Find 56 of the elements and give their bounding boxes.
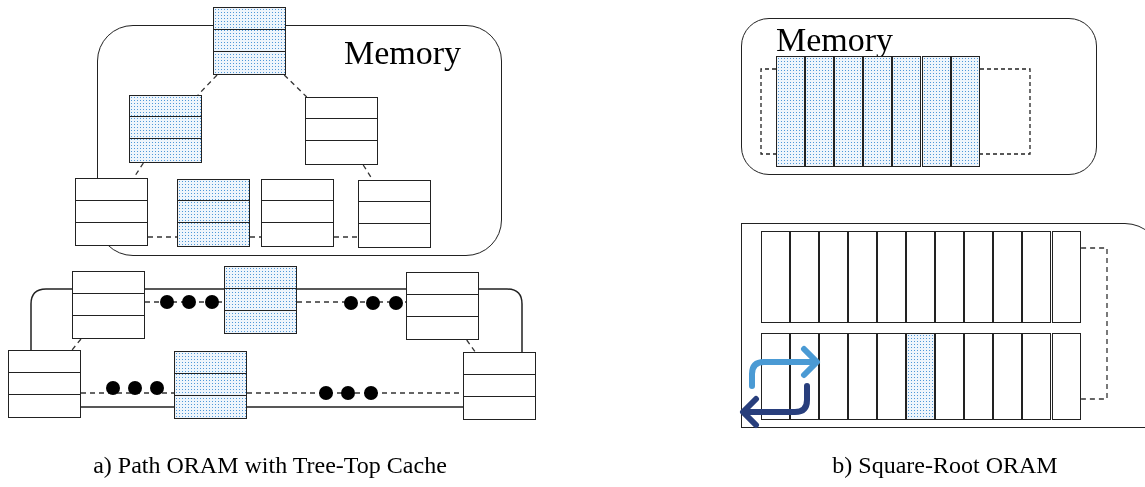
dashed-connector: [1080, 247, 1108, 400]
memory-region: [741, 18, 1097, 175]
memory-bucket: [174, 351, 247, 419]
memory-slot: [847, 230, 877, 323]
memory-bucket: [8, 350, 81, 418]
memory-slot: [964, 230, 994, 323]
region-label: Memory: [776, 23, 894, 57]
memory-bucket: [176, 178, 250, 247]
memory-slot: [789, 230, 819, 323]
memory-slot: [863, 55, 893, 167]
memory-bucket: [406, 272, 479, 340]
memory-bucket: [224, 266, 297, 334]
memory-slot: [993, 332, 1023, 420]
memory-bucket: [304, 96, 378, 165]
memory-slot: [818, 230, 848, 323]
memory-slot: [775, 55, 805, 167]
memory-slot: [818, 332, 848, 420]
dashed-connector: [466, 339, 476, 353]
memory-bucket: [213, 7, 286, 75]
dashed-connector: [333, 236, 359, 238]
memory-slot: [921, 55, 951, 167]
memory-slot: [892, 55, 922, 167]
memory-slot: [876, 230, 906, 323]
region-label: Memory: [344, 36, 462, 70]
memory-bucket: [357, 179, 431, 248]
memory-slot: [1022, 230, 1052, 323]
memory-slot: [876, 332, 906, 420]
dashed-connector: [80, 392, 175, 394]
memory-slot: [906, 332, 936, 420]
figure-caption: a) Path ORAM with Tree-Top Cache: [93, 453, 447, 477]
memory-slot: [804, 55, 834, 167]
dashed-connector: [71, 338, 82, 351]
memory-slot: [1022, 332, 1052, 420]
memory-bucket: [75, 178, 148, 246]
memory-slot: [1051, 230, 1081, 323]
memory-region: [97, 25, 502, 256]
figure-caption: b) Square-Root ORAM: [832, 453, 1058, 477]
memory-slot: [760, 230, 790, 323]
rounded-panel: [741, 223, 1145, 428]
dashed-connector: [144, 301, 225, 303]
memory-slot: [964, 332, 994, 420]
memory-slot: [935, 332, 965, 420]
memory-bucket: [463, 352, 536, 420]
memory-slot: [935, 230, 965, 323]
memory-slot: [847, 332, 877, 420]
dashed-connector: [249, 236, 262, 238]
dashed-connector: [283, 74, 308, 98]
dashed-connector: [147, 236, 178, 238]
memory-slot: [833, 55, 864, 167]
memory-slot: [1051, 332, 1081, 420]
memory-slot: [906, 230, 936, 323]
memory-bucket: [72, 271, 145, 339]
memory-bucket: [260, 178, 334, 247]
memory-slot: [950, 55, 980, 167]
memory-bucket: [128, 94, 202, 163]
memory-slot: [993, 230, 1023, 323]
